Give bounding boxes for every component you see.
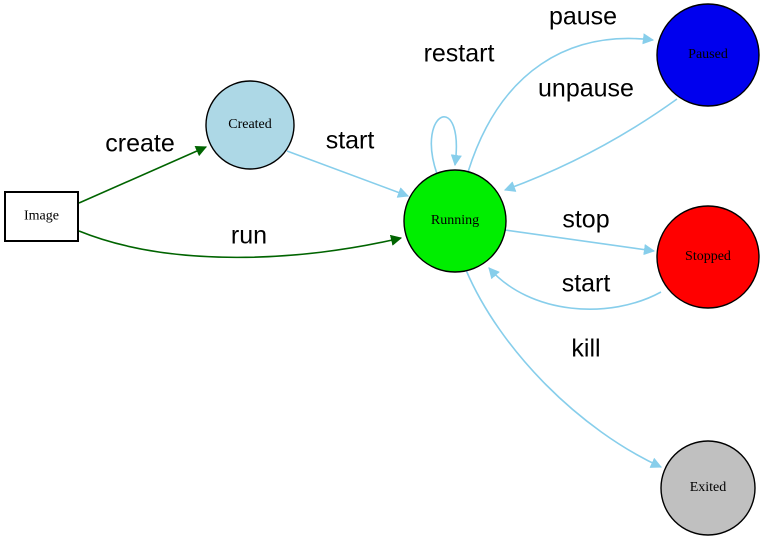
- node-stopped[interactable]: Stopped: [656, 205, 760, 309]
- edge-label-create: create: [105, 130, 174, 158]
- node-paused[interactable]: Paused: [656, 3, 760, 107]
- edge-restart-selfloop[interactable]: restart: [424, 40, 495, 175]
- edge-create-path: [78, 145, 208, 204]
- edge-label-start-stopped: start: [562, 270, 611, 298]
- edge-start-created-path: [286, 150, 410, 198]
- node-exited[interactable]: Exited: [660, 440, 756, 536]
- edge-label-run: run: [231, 222, 267, 250]
- edge-kill-path: [465, 269, 663, 468]
- node-running[interactable]: Running: [403, 169, 507, 273]
- edge-label-pause: pause: [549, 3, 617, 31]
- node-created[interactable]: Created: [205, 80, 295, 170]
- node-running-circle: [403, 169, 507, 273]
- node-paused-circle: [656, 3, 760, 107]
- edge-label-unpause: unpause: [538, 75, 634, 103]
- edge-label-start-created: start: [326, 127, 375, 155]
- edge-stop-path: [504, 229, 656, 256]
- edge-start-stopped-path: [488, 267, 662, 310]
- edge-run-path: [78, 230, 403, 259]
- edge-pause[interactable]: pause: [467, 3, 655, 173]
- node-exited-circle: [660, 440, 756, 536]
- edge-run[interactable]: run: [78, 222, 403, 259]
- node-stopped-circle: [656, 205, 760, 309]
- node-created-circle: [205, 80, 295, 170]
- node-image-rect: [4, 191, 79, 242]
- edge-start-stopped-running[interactable]: start: [488, 267, 662, 310]
- edge-unpause-path: [503, 98, 678, 192]
- nodes-layer: Image Created Running Paused Stopped Exi…: [4, 3, 760, 536]
- edge-create[interactable]: create: [78, 130, 208, 204]
- edge-unpause[interactable]: unpause: [503, 75, 678, 192]
- edge-label-restart: restart: [424, 40, 495, 68]
- edge-pause-path: [467, 33, 655, 173]
- edge-restart-path: [430, 116, 462, 175]
- edge-stop[interactable]: stop: [504, 206, 656, 256]
- edge-label-kill: kill: [571, 335, 600, 363]
- node-image[interactable]: Image: [4, 191, 79, 242]
- edge-label-stop: stop: [562, 206, 609, 234]
- edge-start-created-running[interactable]: start: [286, 127, 410, 198]
- edge-kill[interactable]: kill: [465, 269, 663, 468]
- edges-layer: create run start restart pause unpause: [78, 3, 678, 468]
